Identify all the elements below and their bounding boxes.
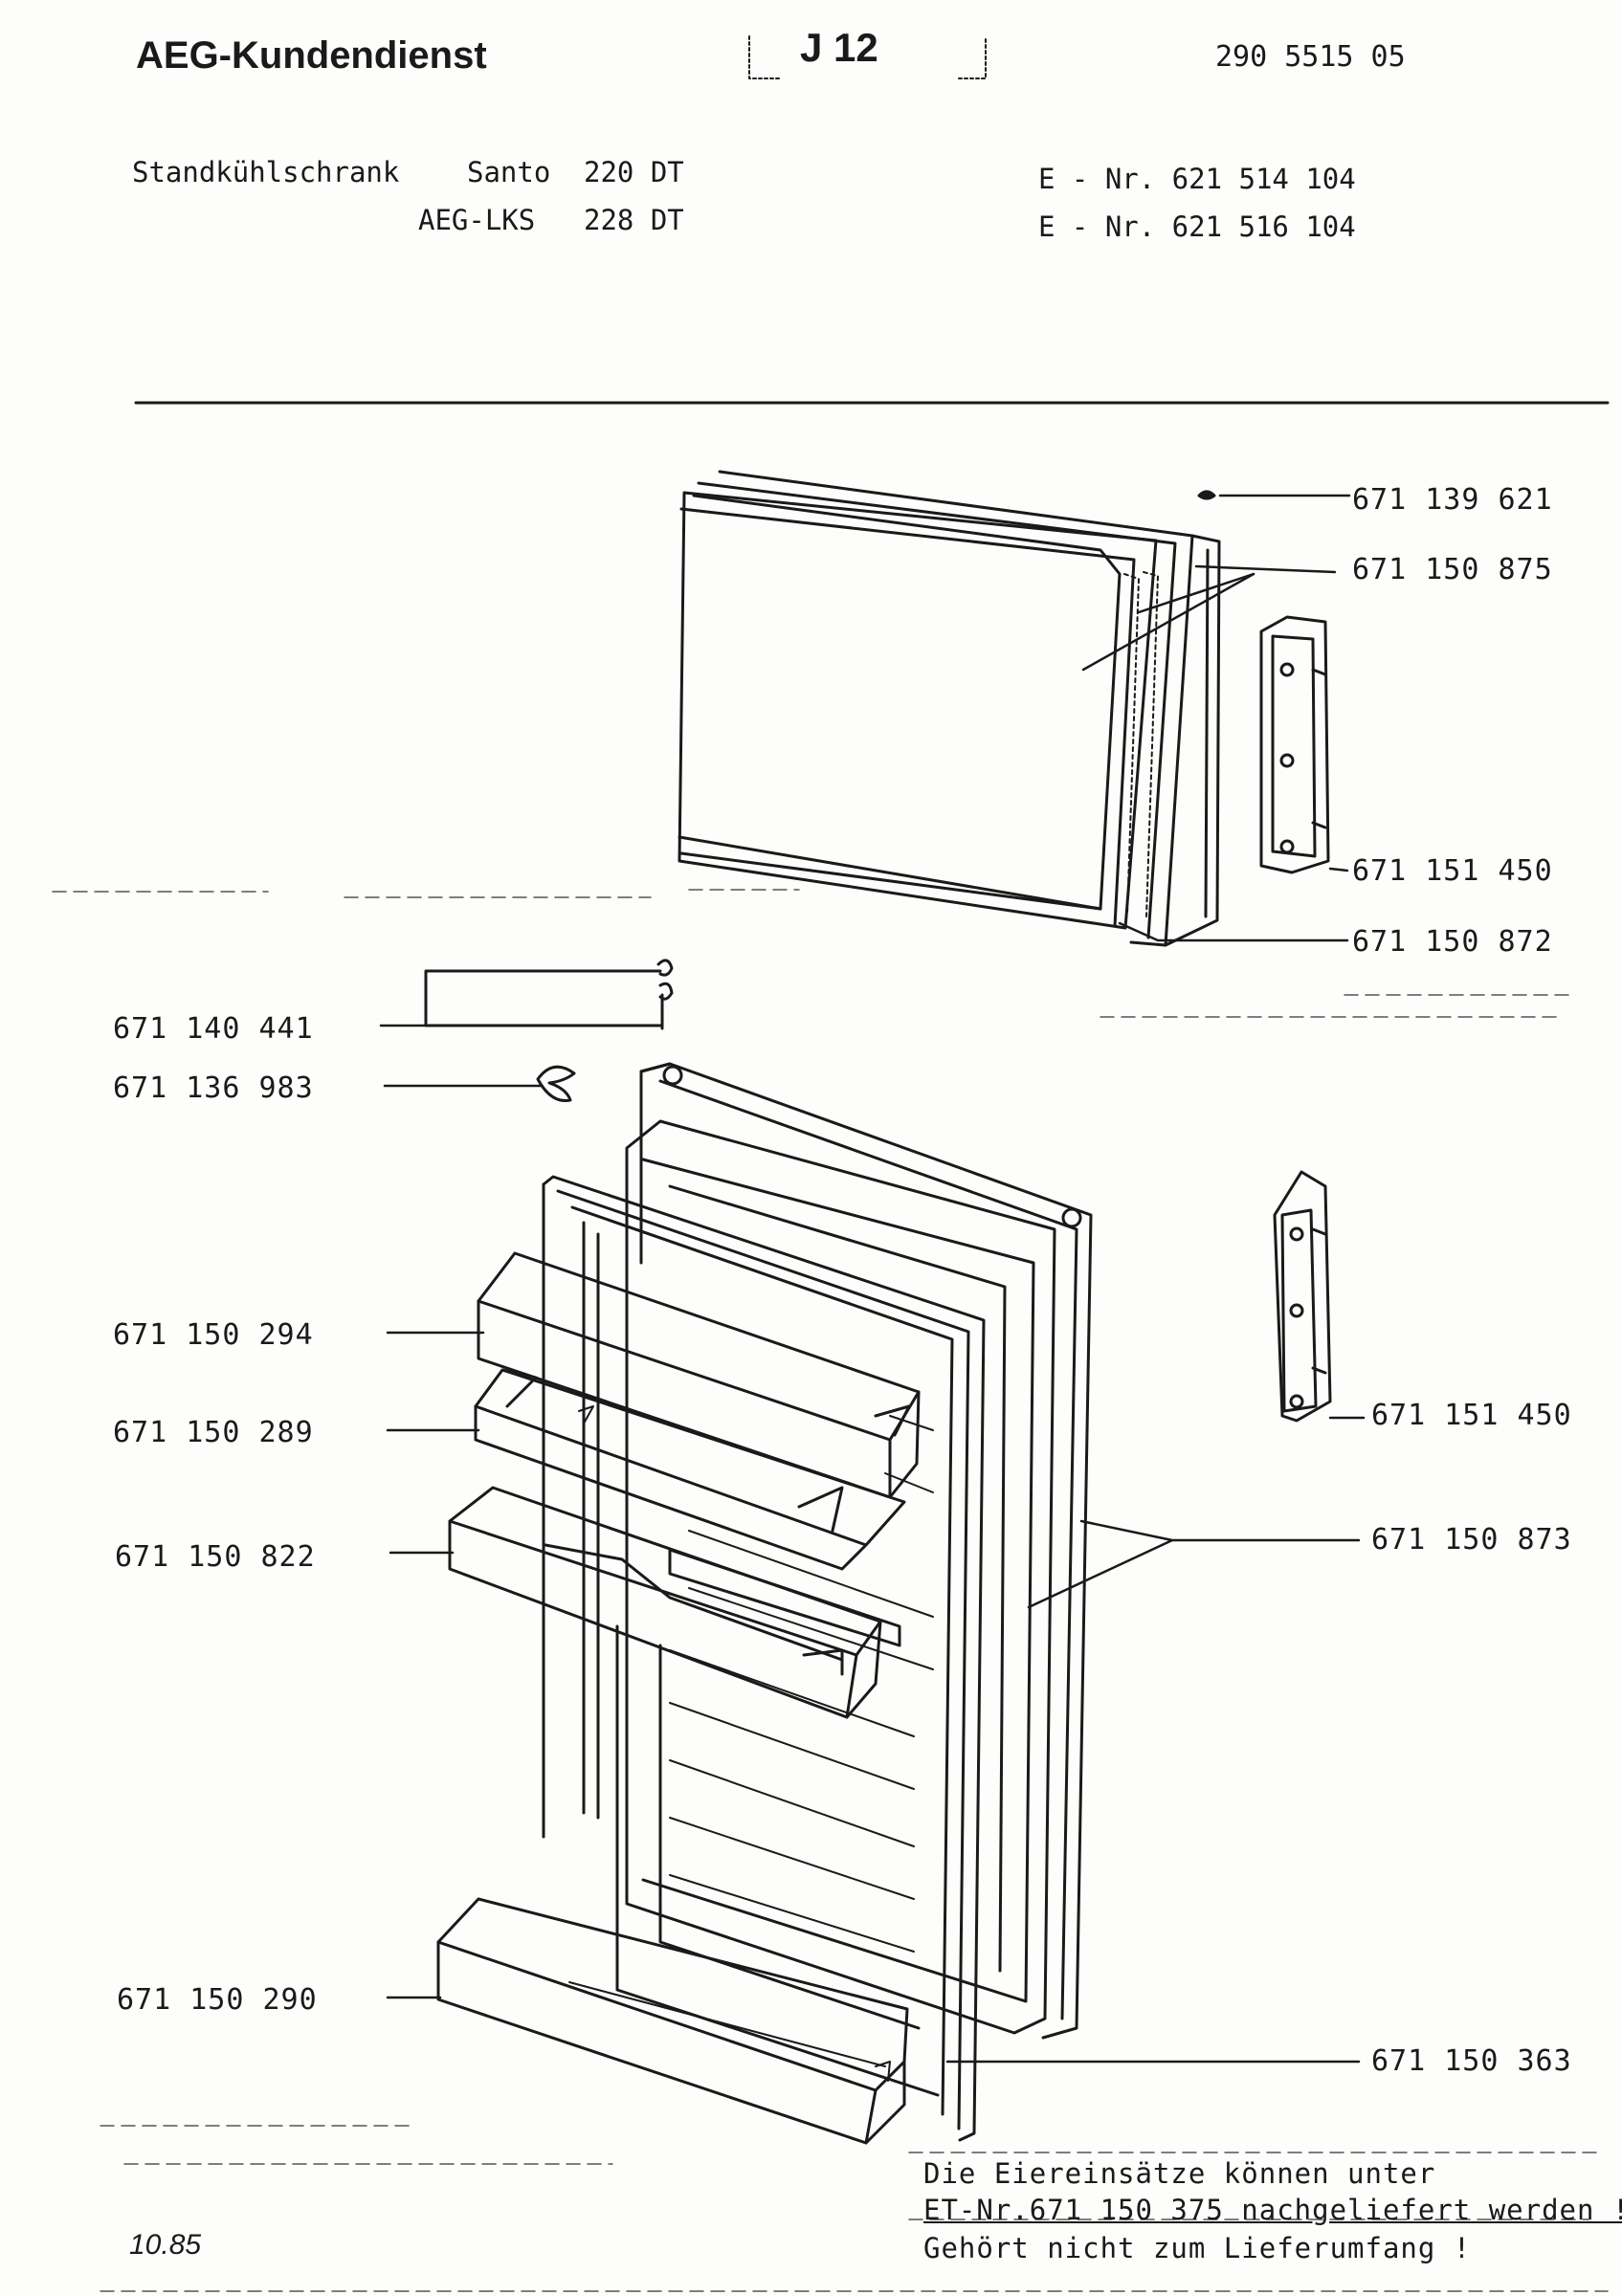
- shelf-rack-822: [448, 1486, 882, 1719]
- scan-artifacts: [52, 889, 1609, 2292]
- note-et-number: ET-Nr.671 150 375 nachgeliefert werden !: [923, 2194, 1622, 2226]
- part-label-671150294: 671 150 294: [113, 1318, 314, 1352]
- e-number-1: E - Nr. 621 514 104: [1038, 163, 1356, 195]
- part-label-671151450-b: 671 151 450: [1371, 1399, 1572, 1432]
- freezer-door-assembly: [678, 470, 1221, 947]
- part-label-671150822: 671 150 822: [115, 1540, 316, 1574]
- shelf-flap-294: [477, 1251, 921, 1499]
- part-label-671150875: 671 150 875: [1352, 553, 1553, 586]
- part-label-671150873: 671 150 873: [1371, 1523, 1572, 1556]
- e-number-2: E - Nr. 621 516 104: [1038, 210, 1356, 243]
- sheet-id: J 12: [800, 25, 878, 70]
- clip-part: [536, 1065, 576, 1103]
- door-inner-panel: [615, 1415, 940, 2097]
- part-label-671150290: 671 150 290: [117, 1983, 318, 2017]
- part-label-671140441: 671 140 441: [113, 1012, 314, 1046]
- leader-lines: [379, 494, 1366, 2064]
- issue-date: 10.85: [129, 2229, 202, 2261]
- appliance-type: Standkühlschrank: [132, 156, 400, 188]
- main-door-frame: [639, 1062, 1093, 2040]
- model-brand-1: Santo: [467, 156, 551, 188]
- model-brand-2: AEG-LKS: [418, 204, 536, 236]
- shelf-tray-289: [474, 1368, 906, 1571]
- stop-bracket-part: [424, 959, 674, 1030]
- door-hinge: [1273, 1170, 1332, 1423]
- door-liner: [625, 1119, 1056, 2035]
- part-label-671150289: 671 150 289: [113, 1416, 314, 1449]
- note-not-included: Gehört nicht zum Lieferumfang !: [923, 2232, 1472, 2264]
- part-label-671139621: 671 139 621: [1352, 483, 1553, 517]
- part-label-671150363: 671 150 363: [1371, 2044, 1572, 2078]
- note-egg-inserts: Die Eiereinsätze können unter: [923, 2157, 1436, 2190]
- model-number-1: 220 DT: [584, 156, 684, 188]
- part-label-671150872: 671 150 872: [1352, 925, 1553, 959]
- part-label-671151450-a: 671 151 450: [1352, 854, 1553, 888]
- brand-title: AEG-Kundendienst: [136, 34, 487, 77]
- model-number-2: 228 DT: [584, 204, 684, 236]
- part-label-671136983: 671 136 983: [113, 1071, 314, 1105]
- bottom-tray-290: [436, 1897, 909, 2145]
- freezer-hinge: [1259, 615, 1330, 874]
- plug-part: [1197, 490, 1216, 500]
- document-number: 290 5515 05: [1215, 40, 1406, 74]
- door-gasket: [542, 1175, 986, 2142]
